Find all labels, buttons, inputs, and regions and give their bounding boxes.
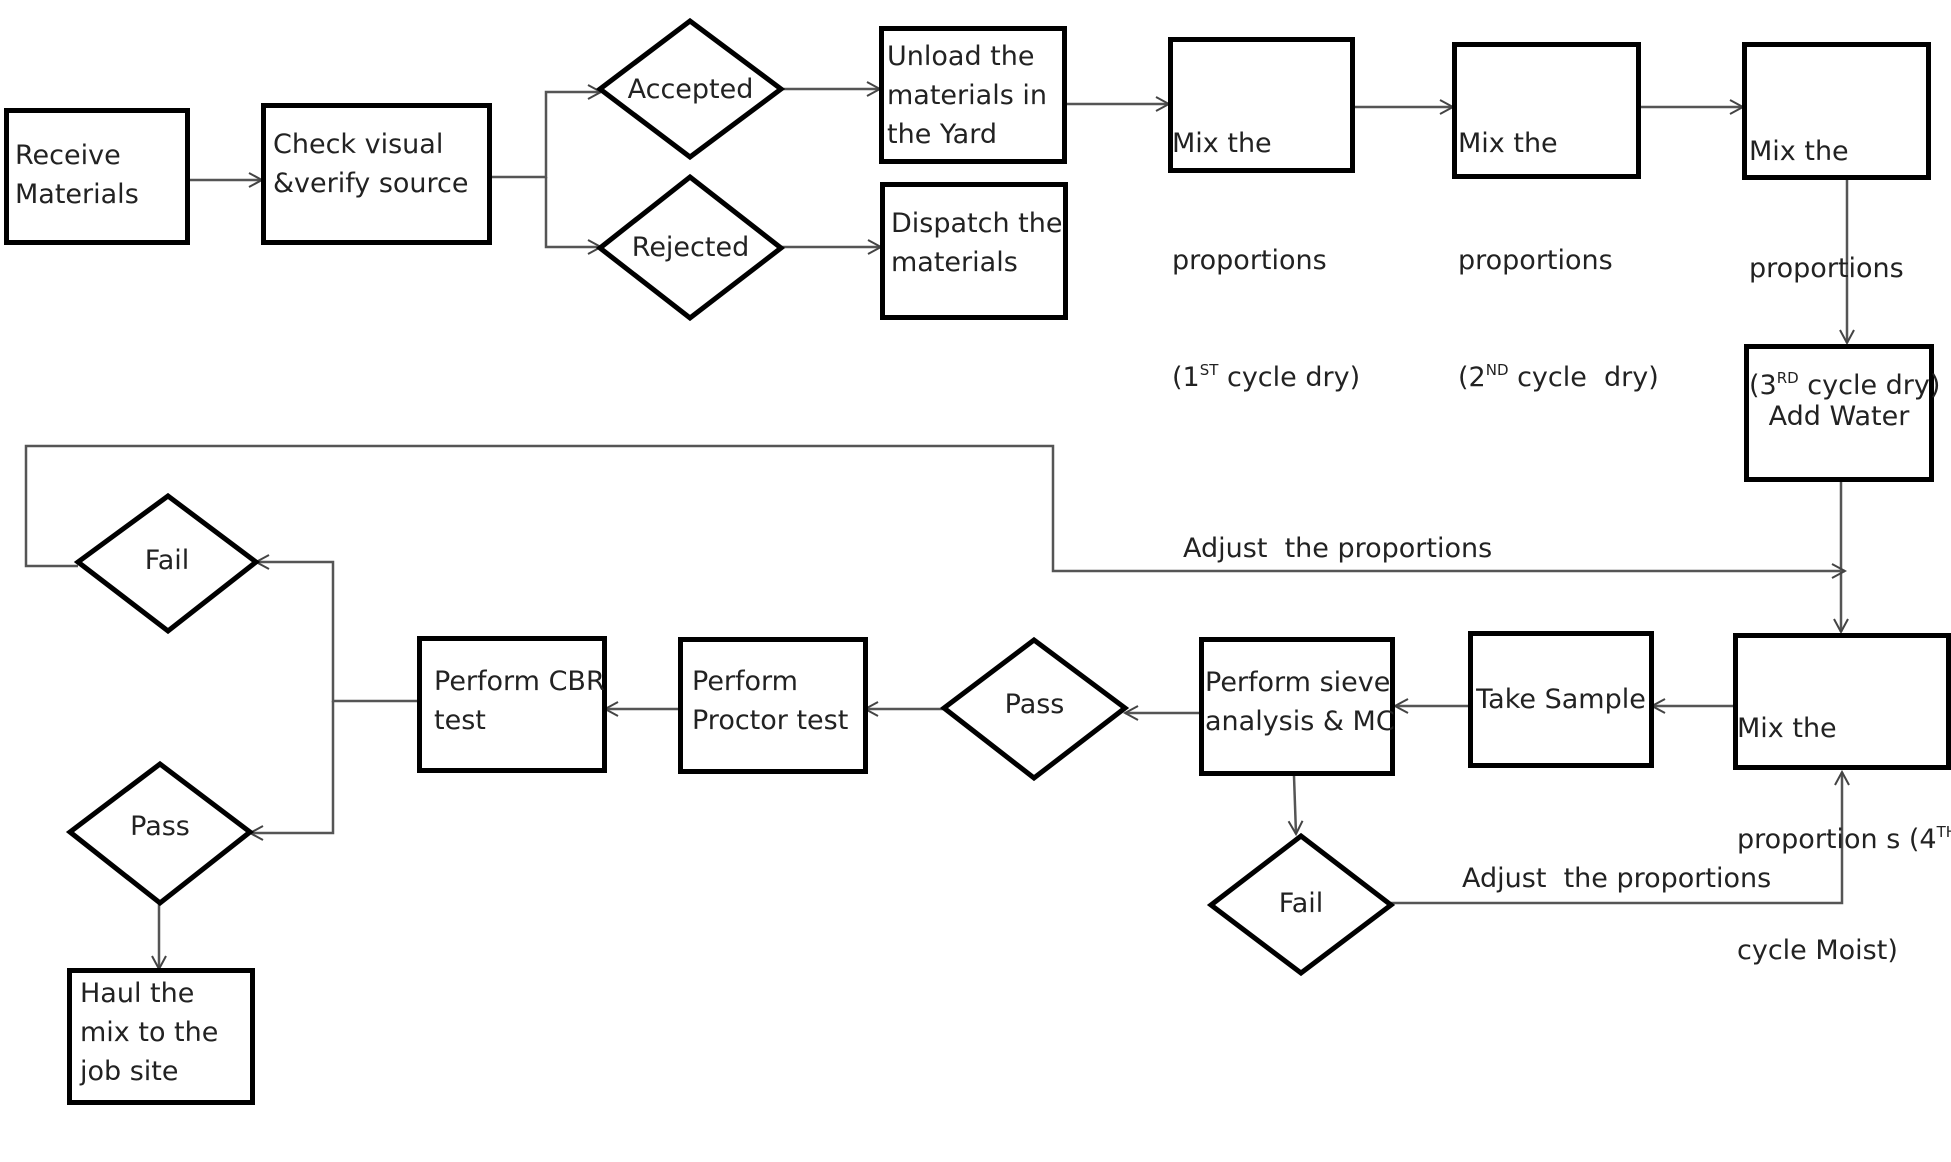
- node-proctor-test: [678, 637, 868, 774]
- node-sieve-analysis: [1199, 637, 1395, 776]
- decision-fail-bottom: [1206, 832, 1396, 977]
- decision-accepted: [595, 17, 786, 161]
- accepted-text: Accepted: [627, 74, 754, 105]
- decision-rejected: [595, 173, 786, 322]
- rejected-text: Rejected: [631, 232, 750, 263]
- node-unload-materials: [879, 26, 1067, 164]
- node-cbr-test: [417, 636, 607, 773]
- pass-bottom-text: Pass: [130, 811, 190, 842]
- dispatch-text: Dispatch the materials: [891, 208, 1063, 278]
- edge-sieve-fail: [1294, 775, 1296, 834]
- node-mix-cycle-4: [1733, 633, 1951, 770]
- node-mix-cycle-1: [1168, 37, 1355, 173]
- mix-cycle-4-text: Mix the proportion s (4TH cycle Moist): [1737, 713, 1951, 966]
- unload-text: Unload the materials in the Yard: [887, 41, 1047, 150]
- decision-fail-top: [73, 492, 261, 635]
- haul-mix-text: Haul the mix to the job site: [80, 978, 219, 1087]
- node-receive-materials: [4, 108, 190, 245]
- mix-cycle-1-text: Mix the proportions (1ST cycle dry): [1172, 128, 1361, 393]
- take-sample-text: Take Sample: [1476, 684, 1646, 715]
- mix-cycle-3-text: Mix the proportions (3RD cycle dry): [1749, 136, 1941, 401]
- node-dispatch-materials: [880, 182, 1068, 320]
- node-mix-cycle-2: [1452, 42, 1641, 179]
- edge-check-decision: [491, 92, 601, 179]
- fail-top-text: Fail: [144, 545, 190, 576]
- edge-cbr-pass: [250, 701, 335, 833]
- node-add-water: [1744, 344, 1934, 482]
- node-haul-mix: [67, 968, 255, 1105]
- node-mix-cycle-3: [1742, 42, 1931, 180]
- cbr-test-text: Perform CBR test: [434, 666, 605, 736]
- node-check-visual: [261, 103, 492, 245]
- edge-fail-adjust-bottom: [1391, 772, 1842, 905]
- decision-pass-bottom: [65, 760, 255, 907]
- decision-pass-mid: [939, 636, 1130, 782]
- edge-cbr-fail: [256, 562, 418, 703]
- check-visual-text: Check visual &verify source: [273, 129, 469, 199]
- receive-materials-text: Receive Materials: [15, 140, 139, 210]
- pass-mid-text: Pass: [1004, 689, 1065, 720]
- proctor-test-text: Perform Proctor test: [692, 666, 849, 736]
- adjust-proportions-label-bottom: Adjust the proportions: [1462, 863, 1772, 894]
- edge-fail-adjust-top: [24, 444, 1845, 571]
- add-water-text: Add Water: [1768, 401, 1910, 432]
- mix-cycle-2-text: Mix the proportions (2ND cycle dry): [1458, 128, 1659, 393]
- edge-check-rejected: [544, 177, 601, 247]
- fail-bottom-text: Fail: [1278, 888, 1324, 919]
- sieve-analysis-text: Perform sieve analysis & MC: [1205, 667, 1395, 737]
- adjust-proportions-label-top: Adjust the proportions: [1183, 533, 1493, 564]
- node-take-sample: [1468, 631, 1654, 768]
